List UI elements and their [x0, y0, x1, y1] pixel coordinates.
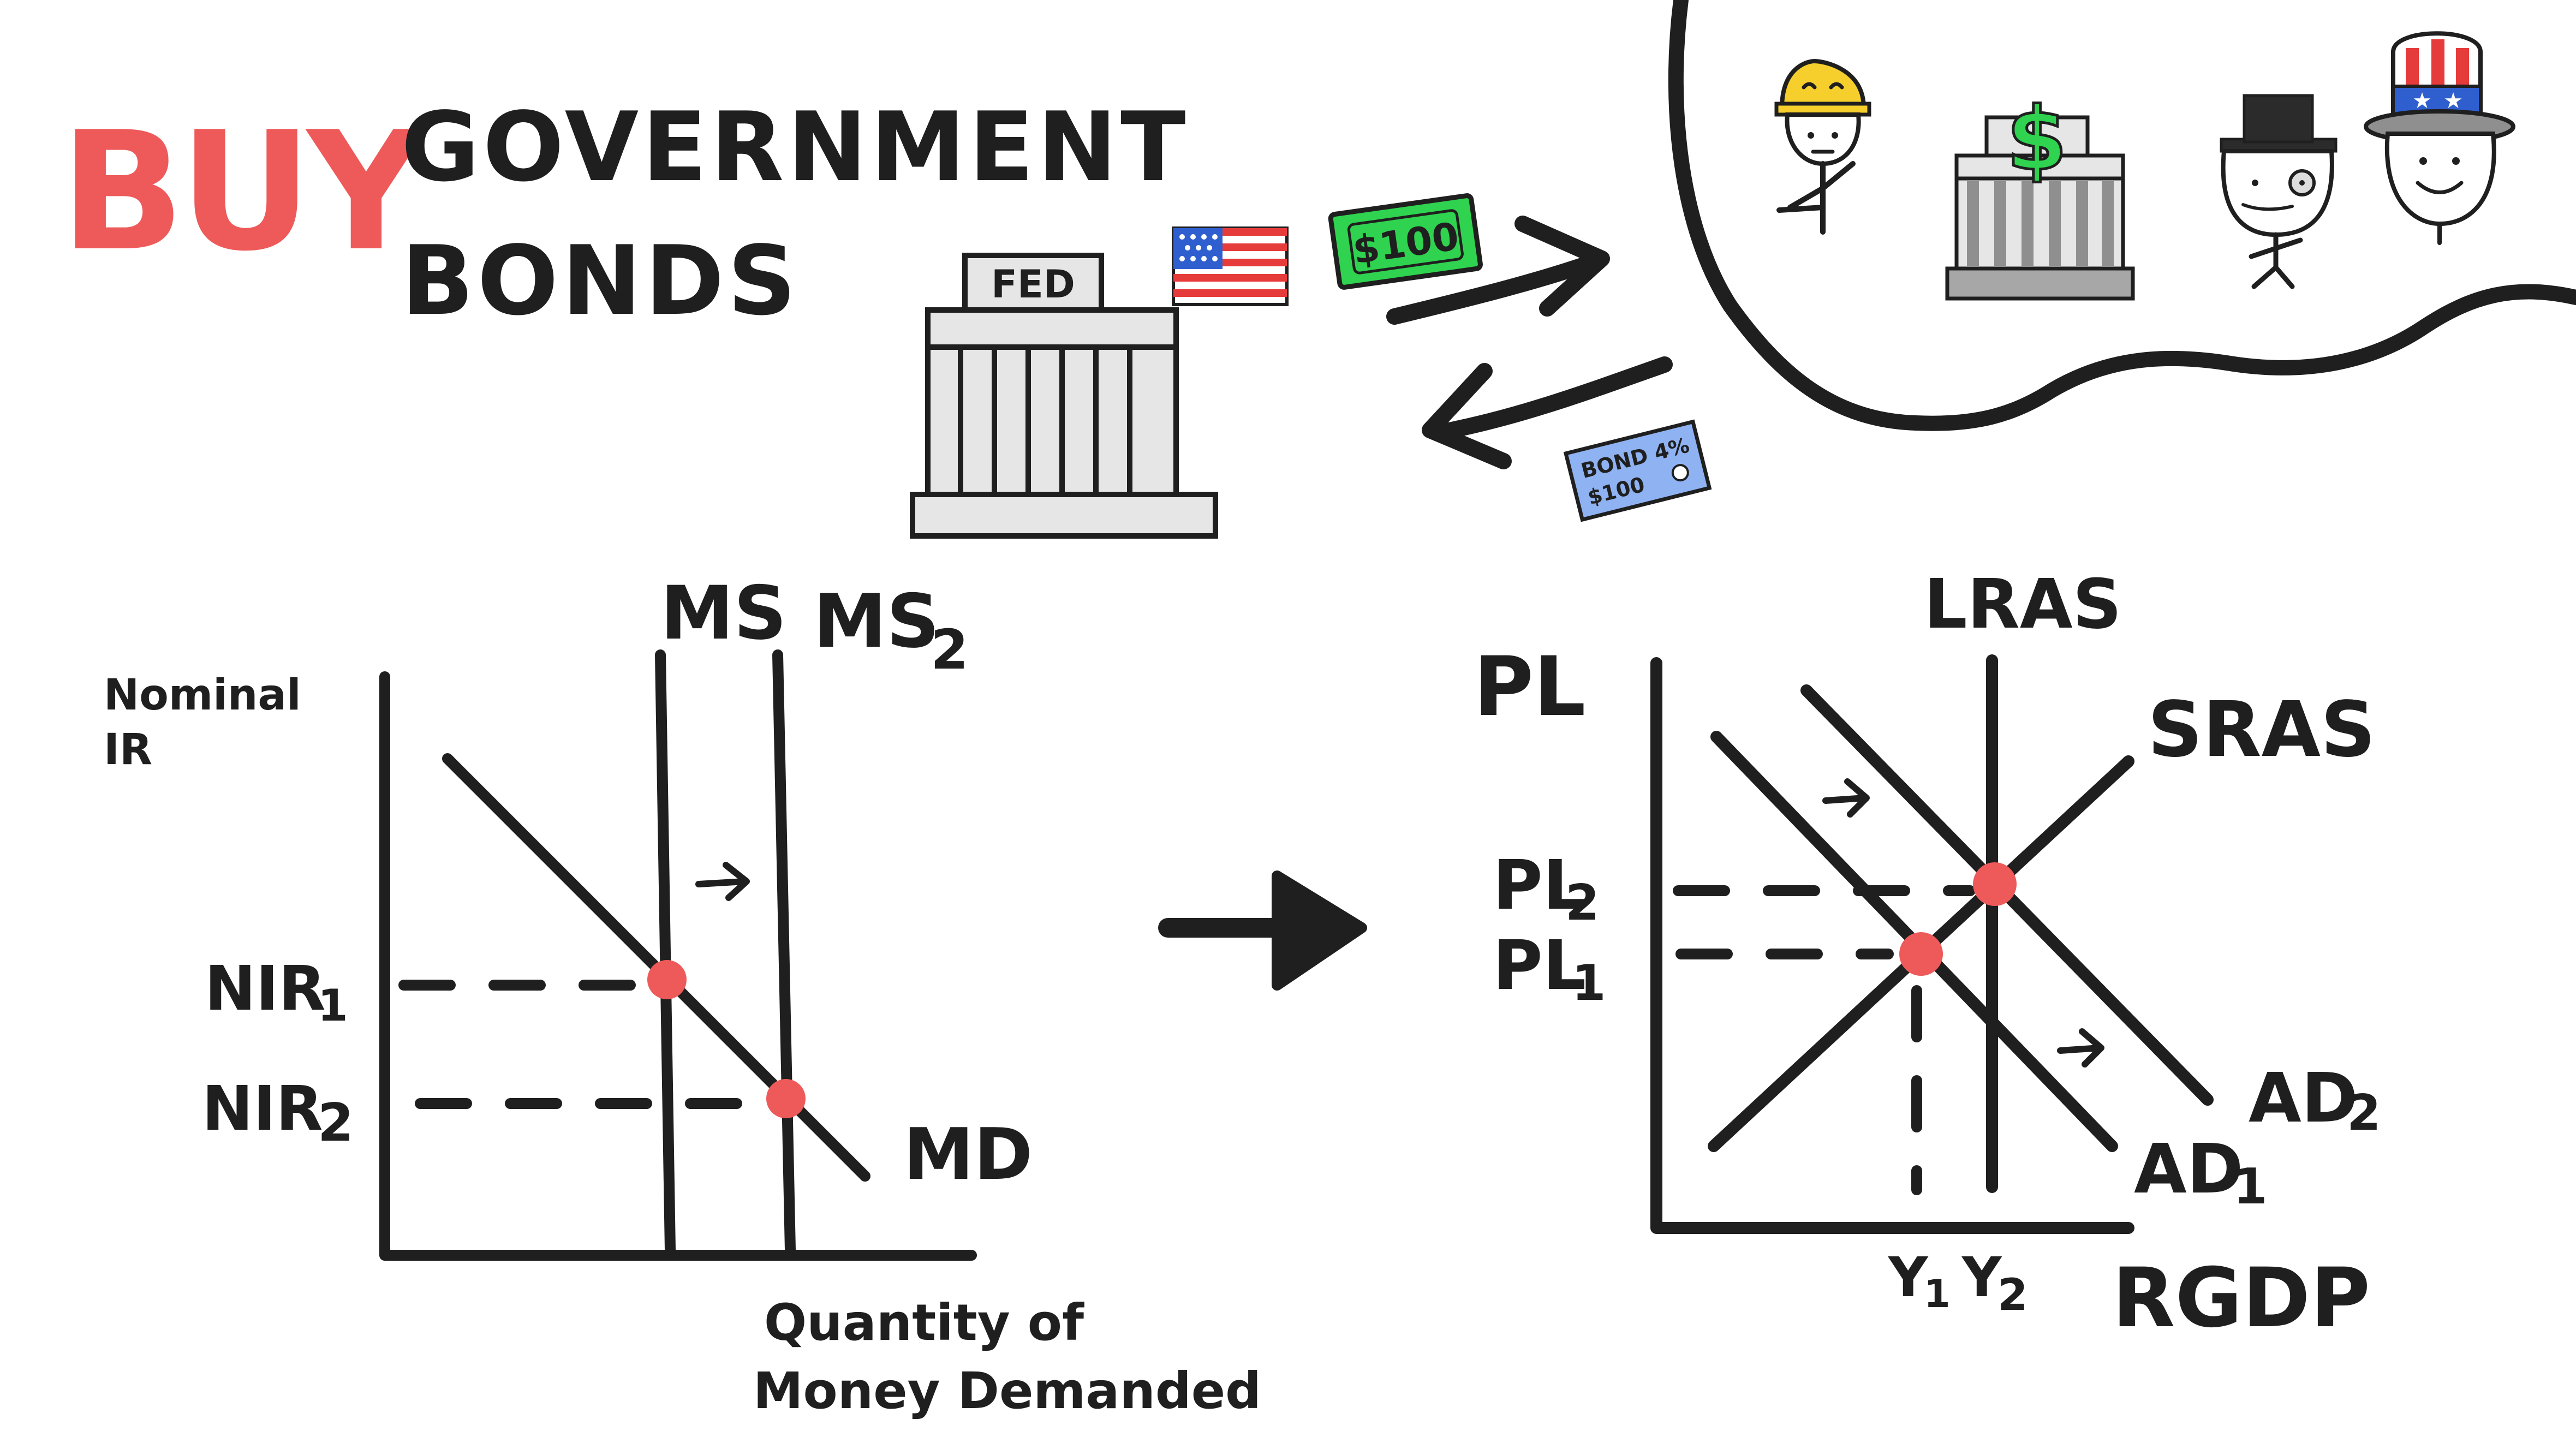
- nir1-subscript: 1: [318, 980, 348, 1031]
- y2-label: Y: [1961, 1245, 2002, 1309]
- public-boundary: [1668, 0, 2576, 431]
- nir2-label: NIR: [202, 1074, 323, 1144]
- mm-y-label-line1: Nominal: [104, 671, 301, 720]
- nir2-subscript: 2: [318, 1093, 354, 1153]
- investor-icon: [2220, 94, 2338, 289]
- exchange-arrows: [1386, 216, 1673, 469]
- bank-dollar-sign: $: [2006, 88, 2067, 190]
- arrow-left-icon: [1438, 356, 1673, 439]
- bond-certificate-icon: BOND 4% $100: [1563, 419, 1712, 522]
- ms2-curve: [772, 649, 796, 1255]
- mm-axes: [379, 671, 977, 1261]
- ms-curve: [655, 649, 676, 1255]
- ad1-subscript: 1: [2233, 1158, 2268, 1215]
- ms-label: MS: [660, 570, 787, 656]
- fed-label: FED: [991, 262, 1075, 307]
- adas-axes: [1650, 657, 2134, 1234]
- lras-label: LRAS: [1924, 565, 2122, 644]
- pl1-label: PL: [1493, 926, 1586, 1005]
- title-government: GOVERNMENT: [401, 92, 1189, 203]
- sras-label: SRAS: [2148, 685, 2376, 774]
- us-flag-icon: [1172, 226, 1289, 306]
- arrow-right-icon: [1386, 253, 1605, 325]
- uncle-sam-icon: ★ ★: [2364, 31, 2515, 245]
- title-bonds: BONDS: [401, 226, 800, 337]
- title-buy: BUY: [60, 97, 427, 287]
- ad2-label: AD: [2249, 1059, 2358, 1138]
- ad-shift-arrow-icon-bottom: [2057, 1028, 2104, 1068]
- pl2-label: PL: [1493, 846, 1586, 925]
- ad-shift-arrow-icon-top: [1822, 778, 1870, 818]
- y1-subscript: 1: [1924, 1272, 1951, 1316]
- ad-as-graph: PL LRAS SRAS AD 2 AD 1 PL 2 PL 1 Y 1 Y 2…: [1474, 565, 2381, 1346]
- title: BUY GOVERNMENT BONDS: [60, 92, 1189, 337]
- mm-y-label-line2: IR: [104, 725, 152, 774]
- adas-equilibrium-1: [1899, 932, 1943, 976]
- ms2-subscript: 2: [931, 618, 969, 682]
- mm-equilibrium-1: [647, 960, 687, 999]
- md-label: MD: [903, 1113, 1033, 1196]
- pl2-subscript: 2: [1565, 874, 1600, 932]
- adas-equilibrium-2: [1973, 862, 2017, 906]
- adas-x-label: RGDP: [2112, 1251, 2370, 1346]
- ad2-subscript: 2: [2347, 1084, 2381, 1142]
- fed-building: FED: [910, 253, 1218, 539]
- shift-right-arrow-icon: [695, 862, 750, 901]
- construction-worker-icon: [1774, 58, 1871, 235]
- nir1-label: NIR: [205, 953, 326, 1024]
- bank-building-icon: $: [1945, 87, 2135, 301]
- pl1-subscript: 1: [1572, 955, 1606, 1012]
- money-market-graph: Nominal IR MS MS 2 MD NIR 1 NIR 2 Quanti…: [104, 570, 1261, 1420]
- mm-x-label-line2: Money Demanded: [753, 1362, 1261, 1420]
- cash-note-icon: $100: [1328, 193, 1483, 290]
- mm-equilibrium-2: [766, 1079, 806, 1118]
- ms2-label: MS: [813, 579, 940, 664]
- ad1-label: AD: [2134, 1130, 2244, 1209]
- mm-x-label-line1: Quantity of: [764, 1293, 1084, 1352]
- y2-subscript: 2: [1997, 1269, 2028, 1320]
- middle-arrow-icon: [1158, 870, 1367, 991]
- adas-y-label: PL: [1474, 640, 1586, 735]
- y1-label: Y: [1888, 1245, 1929, 1309]
